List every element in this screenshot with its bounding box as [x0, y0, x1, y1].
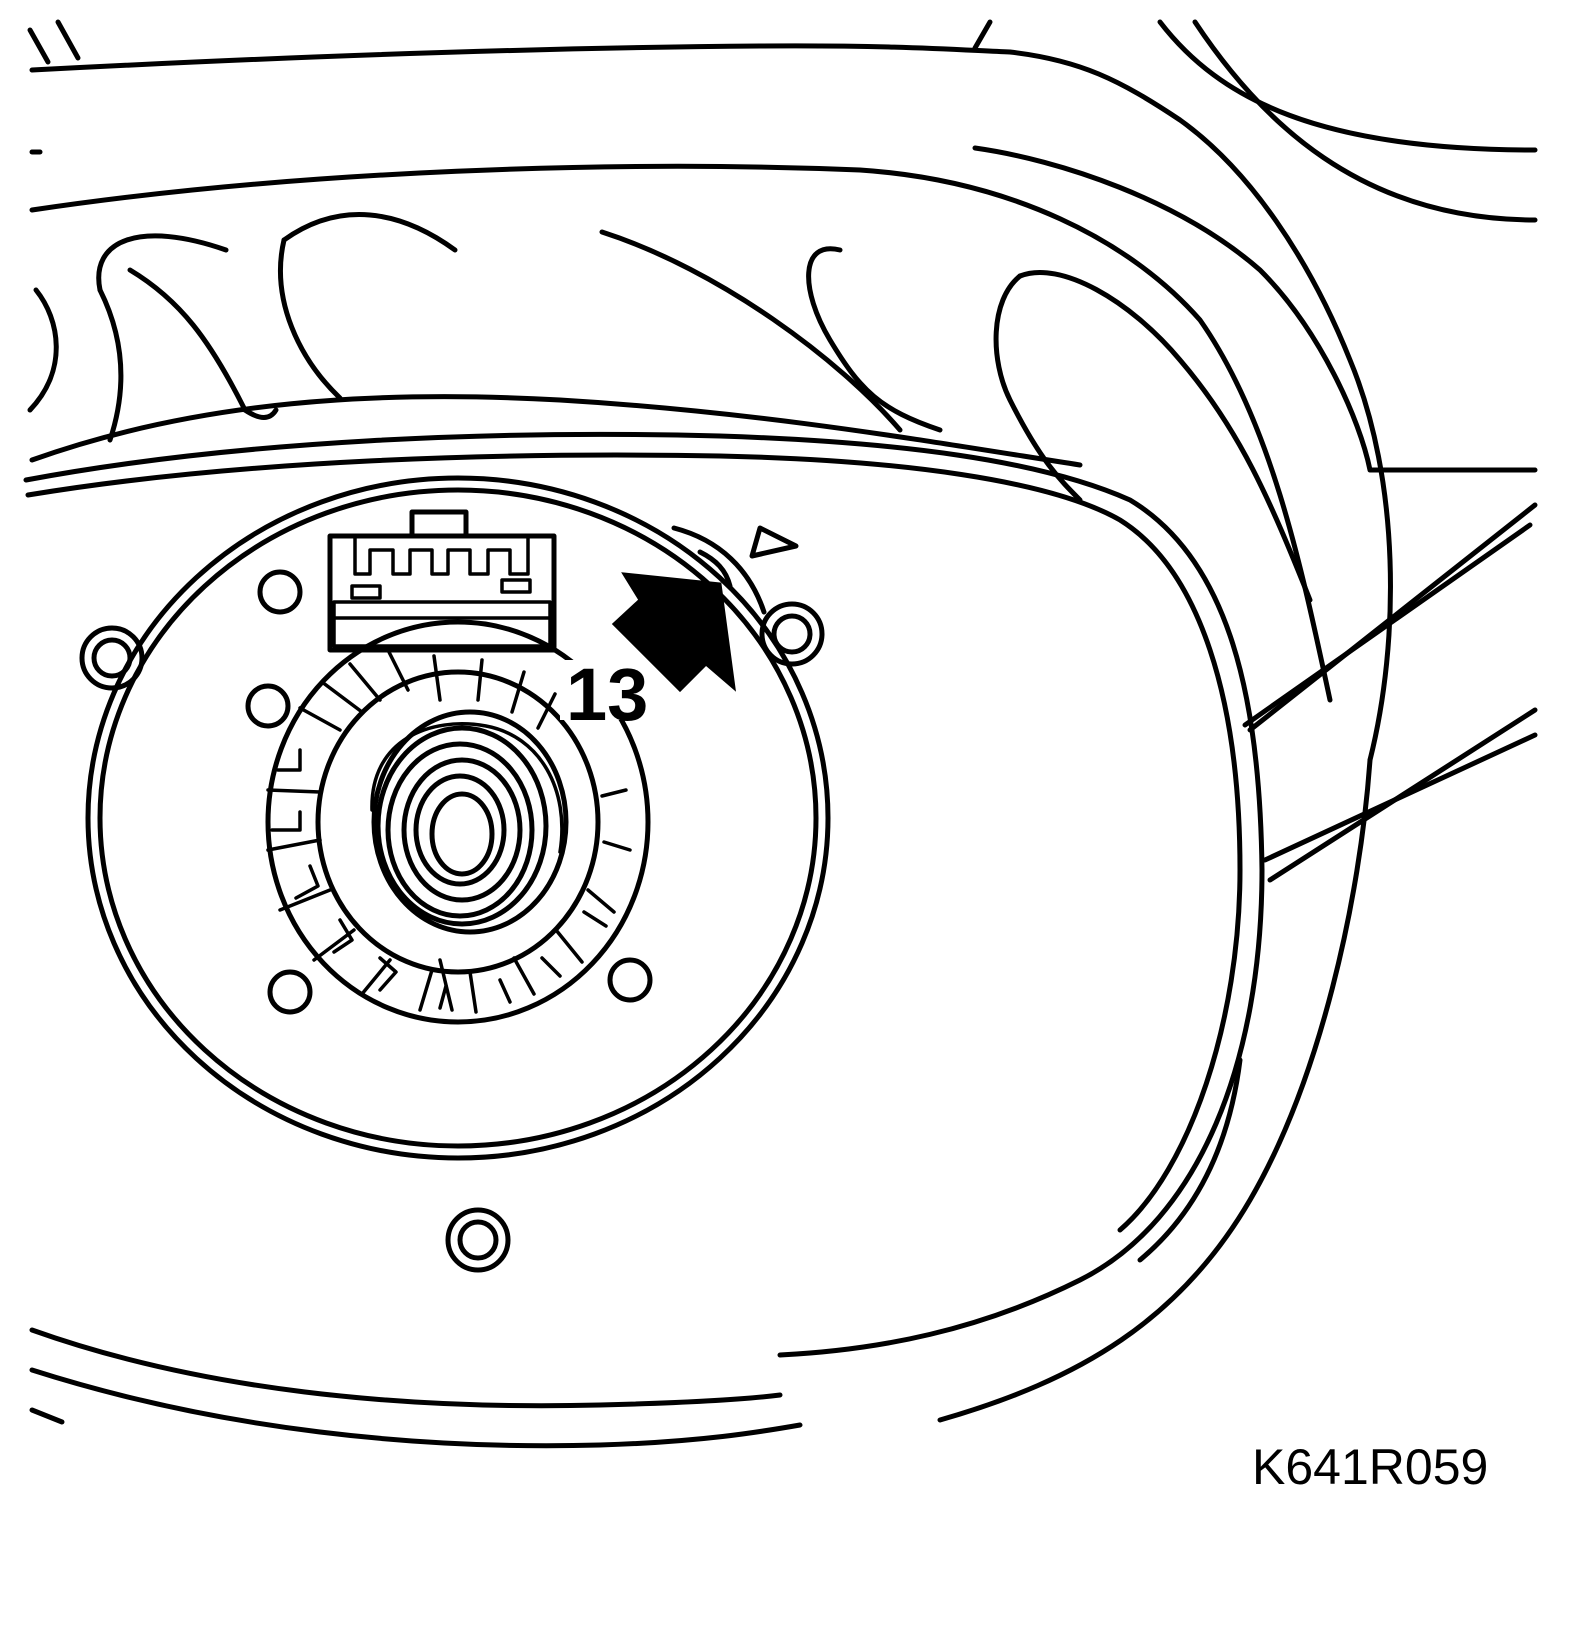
mounting-ear-left [79, 625, 145, 691]
mounting-ear-bottom [445, 1207, 511, 1273]
alignment-triangle-icon [749, 525, 799, 559]
steering-wheel-outline [23, 19, 1538, 1449]
pointer-arrow-icon [611, 572, 737, 693]
clock-spring-housing [79, 475, 831, 1273]
electrical-connector [327, 509, 557, 653]
alignment-mark-arc [671, 525, 767, 615]
screw-hole [257, 569, 303, 615]
screw-hole [267, 969, 313, 1015]
mounting-ear-right [759, 601, 825, 667]
rotor-ring [265, 619, 651, 1025]
spiral-cable-center [370, 709, 569, 935]
figure-id: K641R059 [1252, 1439, 1488, 1495]
screw-hole [245, 683, 291, 729]
callout-13-label: 13 [566, 653, 648, 736]
screw-hole [607, 957, 653, 1003]
